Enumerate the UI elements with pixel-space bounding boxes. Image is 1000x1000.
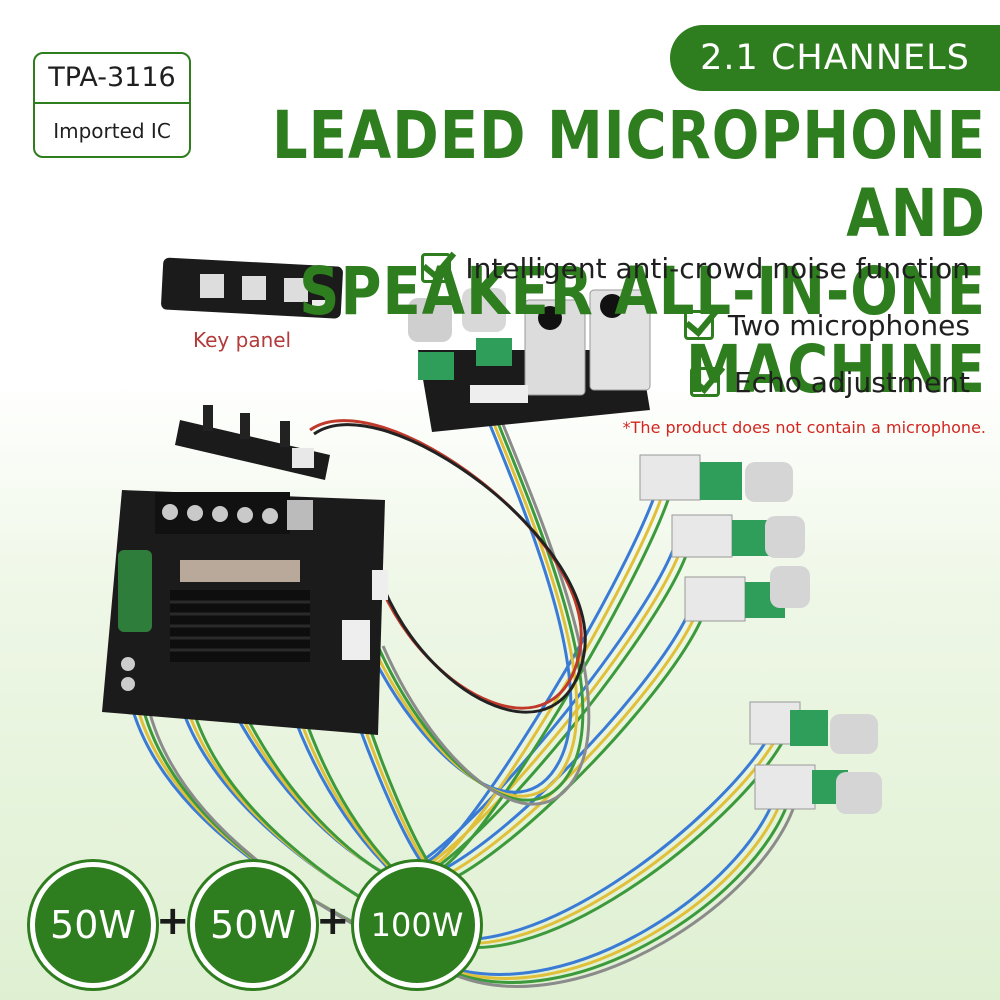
power-badge-subwoofer: 100W	[354, 862, 480, 988]
potentiometer-group-1	[639, 454, 810, 622]
plus-sign: +	[156, 898, 190, 944]
plus-sign: +	[316, 898, 350, 944]
checkbox-icon	[683, 310, 714, 340]
feature-item: Intelligent anti-crowd noise function	[421, 248, 970, 288]
key-panel-board	[161, 257, 343, 319]
feature-item: Two microphones	[421, 305, 970, 345]
headline-line-2: SPEAKER ALL-IN-ONE MACHINE	[299, 253, 986, 409]
ic-badge: TPA-3116 Imported IC	[33, 52, 191, 158]
key-panel-label: Key panel	[193, 328, 292, 352]
power-badge-right: 50W	[190, 862, 316, 988]
key-switch-board	[175, 405, 330, 480]
disclaimer-note: *The product does not contain a micropho…	[622, 418, 986, 437]
potentiometer-group-2	[749, 701, 882, 814]
checkbox-icon	[689, 367, 720, 397]
feature-list: Intelligent anti-crowd noise function Tw…	[421, 248, 970, 419]
feature-text: Echo adjustment	[733, 365, 970, 399]
main-amplifier-board	[102, 490, 388, 735]
power-badge-left: 50W	[30, 862, 156, 988]
ic-model: TPA-3116	[35, 54, 189, 104]
headline-line-1: LEADED MICROPHONE AND	[271, 98, 986, 253]
feature-text: Intelligent anti-crowd noise function	[465, 251, 970, 285]
microphone-board	[408, 288, 651, 432]
checkbox-icon	[421, 253, 452, 283]
channels-banner: 2.1 CHANNELS	[670, 25, 1000, 91]
feature-text: Two microphones	[727, 308, 970, 342]
feature-item: Echo adjustment	[421, 362, 970, 402]
headline: LEADED MICROPHONE AND SPEAKER ALL-IN-ONE…	[166, 98, 986, 410]
ic-subtitle: Imported IC	[53, 119, 171, 143]
